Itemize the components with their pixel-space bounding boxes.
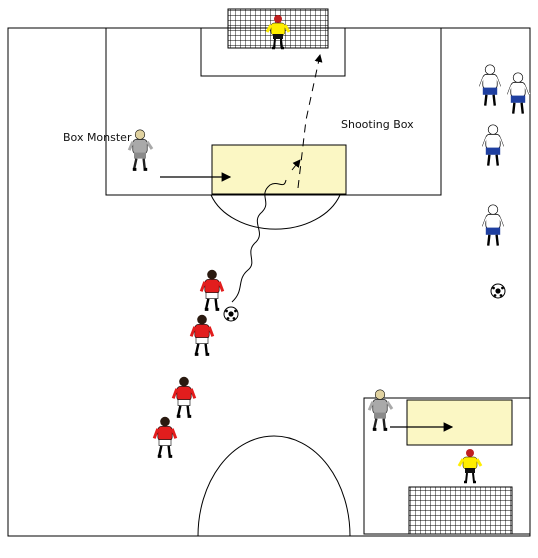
pitch-boundary	[7, 27, 531, 537]
penalty-arc	[210, 194, 341, 230]
blue-player-4	[480, 203, 506, 248]
box-monster-player-right	[367, 388, 394, 431]
blue-player-1	[477, 63, 503, 108]
dribble-path	[231, 179, 287, 303]
red-player-2	[189, 313, 215, 356]
center-circle	[197, 435, 351, 537]
shooting-box-label: Shooting Box	[341, 118, 414, 131]
bottom-goal-net-icon	[408, 486, 513, 535]
red-player-1	[199, 268, 225, 311]
right-shooting-box	[406, 399, 513, 446]
shot-tick	[291, 159, 301, 171]
shooting-box	[211, 144, 347, 195]
bottom-goalkeeper	[457, 447, 483, 484]
blue-player-3	[480, 123, 506, 168]
soccer-ball-icon-spare	[490, 283, 506, 299]
red-player-4	[152, 415, 178, 458]
blue-player-2	[505, 71, 531, 116]
box-monster-label: Box Monster	[63, 131, 132, 144]
shot-path	[297, 54, 323, 189]
red-player-3	[171, 375, 197, 418]
soccer-ball-icon	[223, 306, 239, 322]
box-monster-player	[127, 128, 154, 171]
